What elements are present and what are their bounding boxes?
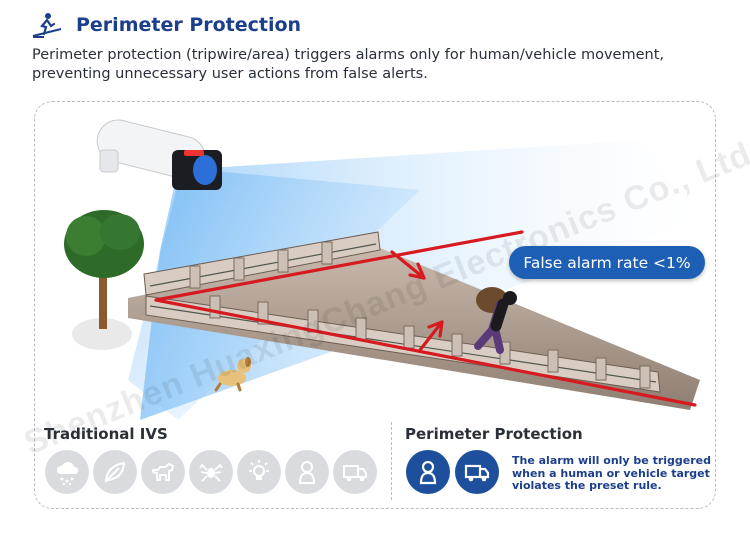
illustration-frame bbox=[34, 101, 716, 509]
bullet-camera bbox=[96, 119, 222, 190]
light-bulb-icon bbox=[237, 450, 281, 494]
section-divider bbox=[391, 422, 392, 500]
intruder bbox=[474, 287, 517, 354]
description-text: Perimeter protection (tripwire/area) tri… bbox=[32, 47, 665, 82]
leaf-icon bbox=[93, 450, 137, 494]
tripwire-lines bbox=[154, 230, 697, 407]
truck-icon bbox=[333, 450, 377, 494]
traditional-ivs-label: Traditional IVS bbox=[44, 425, 168, 443]
person-icon bbox=[406, 450, 450, 494]
perimeter-note: The alarm will only be triggered when a … bbox=[512, 454, 712, 492]
spider-icon bbox=[189, 450, 233, 494]
dog-icon bbox=[141, 450, 185, 494]
false-alarm-rate-badge: False alarm rate <1% bbox=[509, 246, 705, 279]
tripwire-person-icon bbox=[32, 13, 62, 38]
tree bbox=[64, 210, 144, 350]
perimeter-protection-label: Perimeter Protection bbox=[405, 425, 583, 443]
person-icon bbox=[285, 450, 329, 494]
perimeter-icon-row bbox=[406, 450, 499, 494]
truck-icon bbox=[455, 450, 499, 494]
dog bbox=[214, 357, 251, 392]
page-title: Perimeter Protection bbox=[76, 14, 302, 36]
rain-snow-icon bbox=[45, 450, 89, 494]
traditional-icon-row bbox=[45, 450, 377, 494]
